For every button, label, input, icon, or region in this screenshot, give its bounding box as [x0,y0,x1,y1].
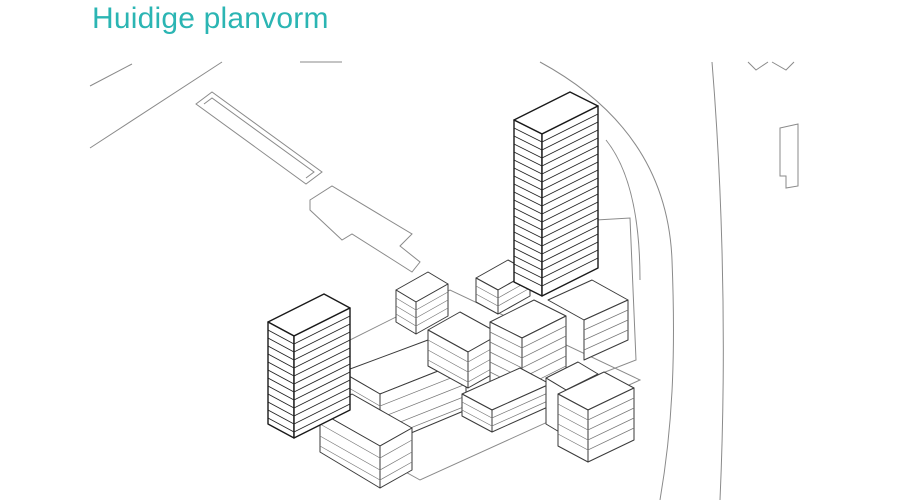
ground-base-right [595,217,637,375]
main-tower [513,91,599,297]
left-tower [267,293,351,439]
canal-strip [195,91,323,185]
block-near-tower [475,259,531,315]
road-right [711,61,724,500]
road-curve-outer [539,61,674,500]
page-title: Huidige planvorm [92,2,329,35]
building-massing [267,91,635,489]
low-block-middle [461,367,551,433]
street-line-left-short [89,63,133,87]
street-line-left [89,61,223,149]
canal-strip-inner [203,97,315,179]
building-fragment-top-right [747,61,795,71]
road-curve-inner [605,139,641,281]
building-fragment-right [779,123,799,189]
plot-outline [309,185,421,273]
site-context [89,61,799,500]
block-mid-left [395,271,449,335]
front-right-block [545,361,635,463]
right-low-block [547,279,629,361]
